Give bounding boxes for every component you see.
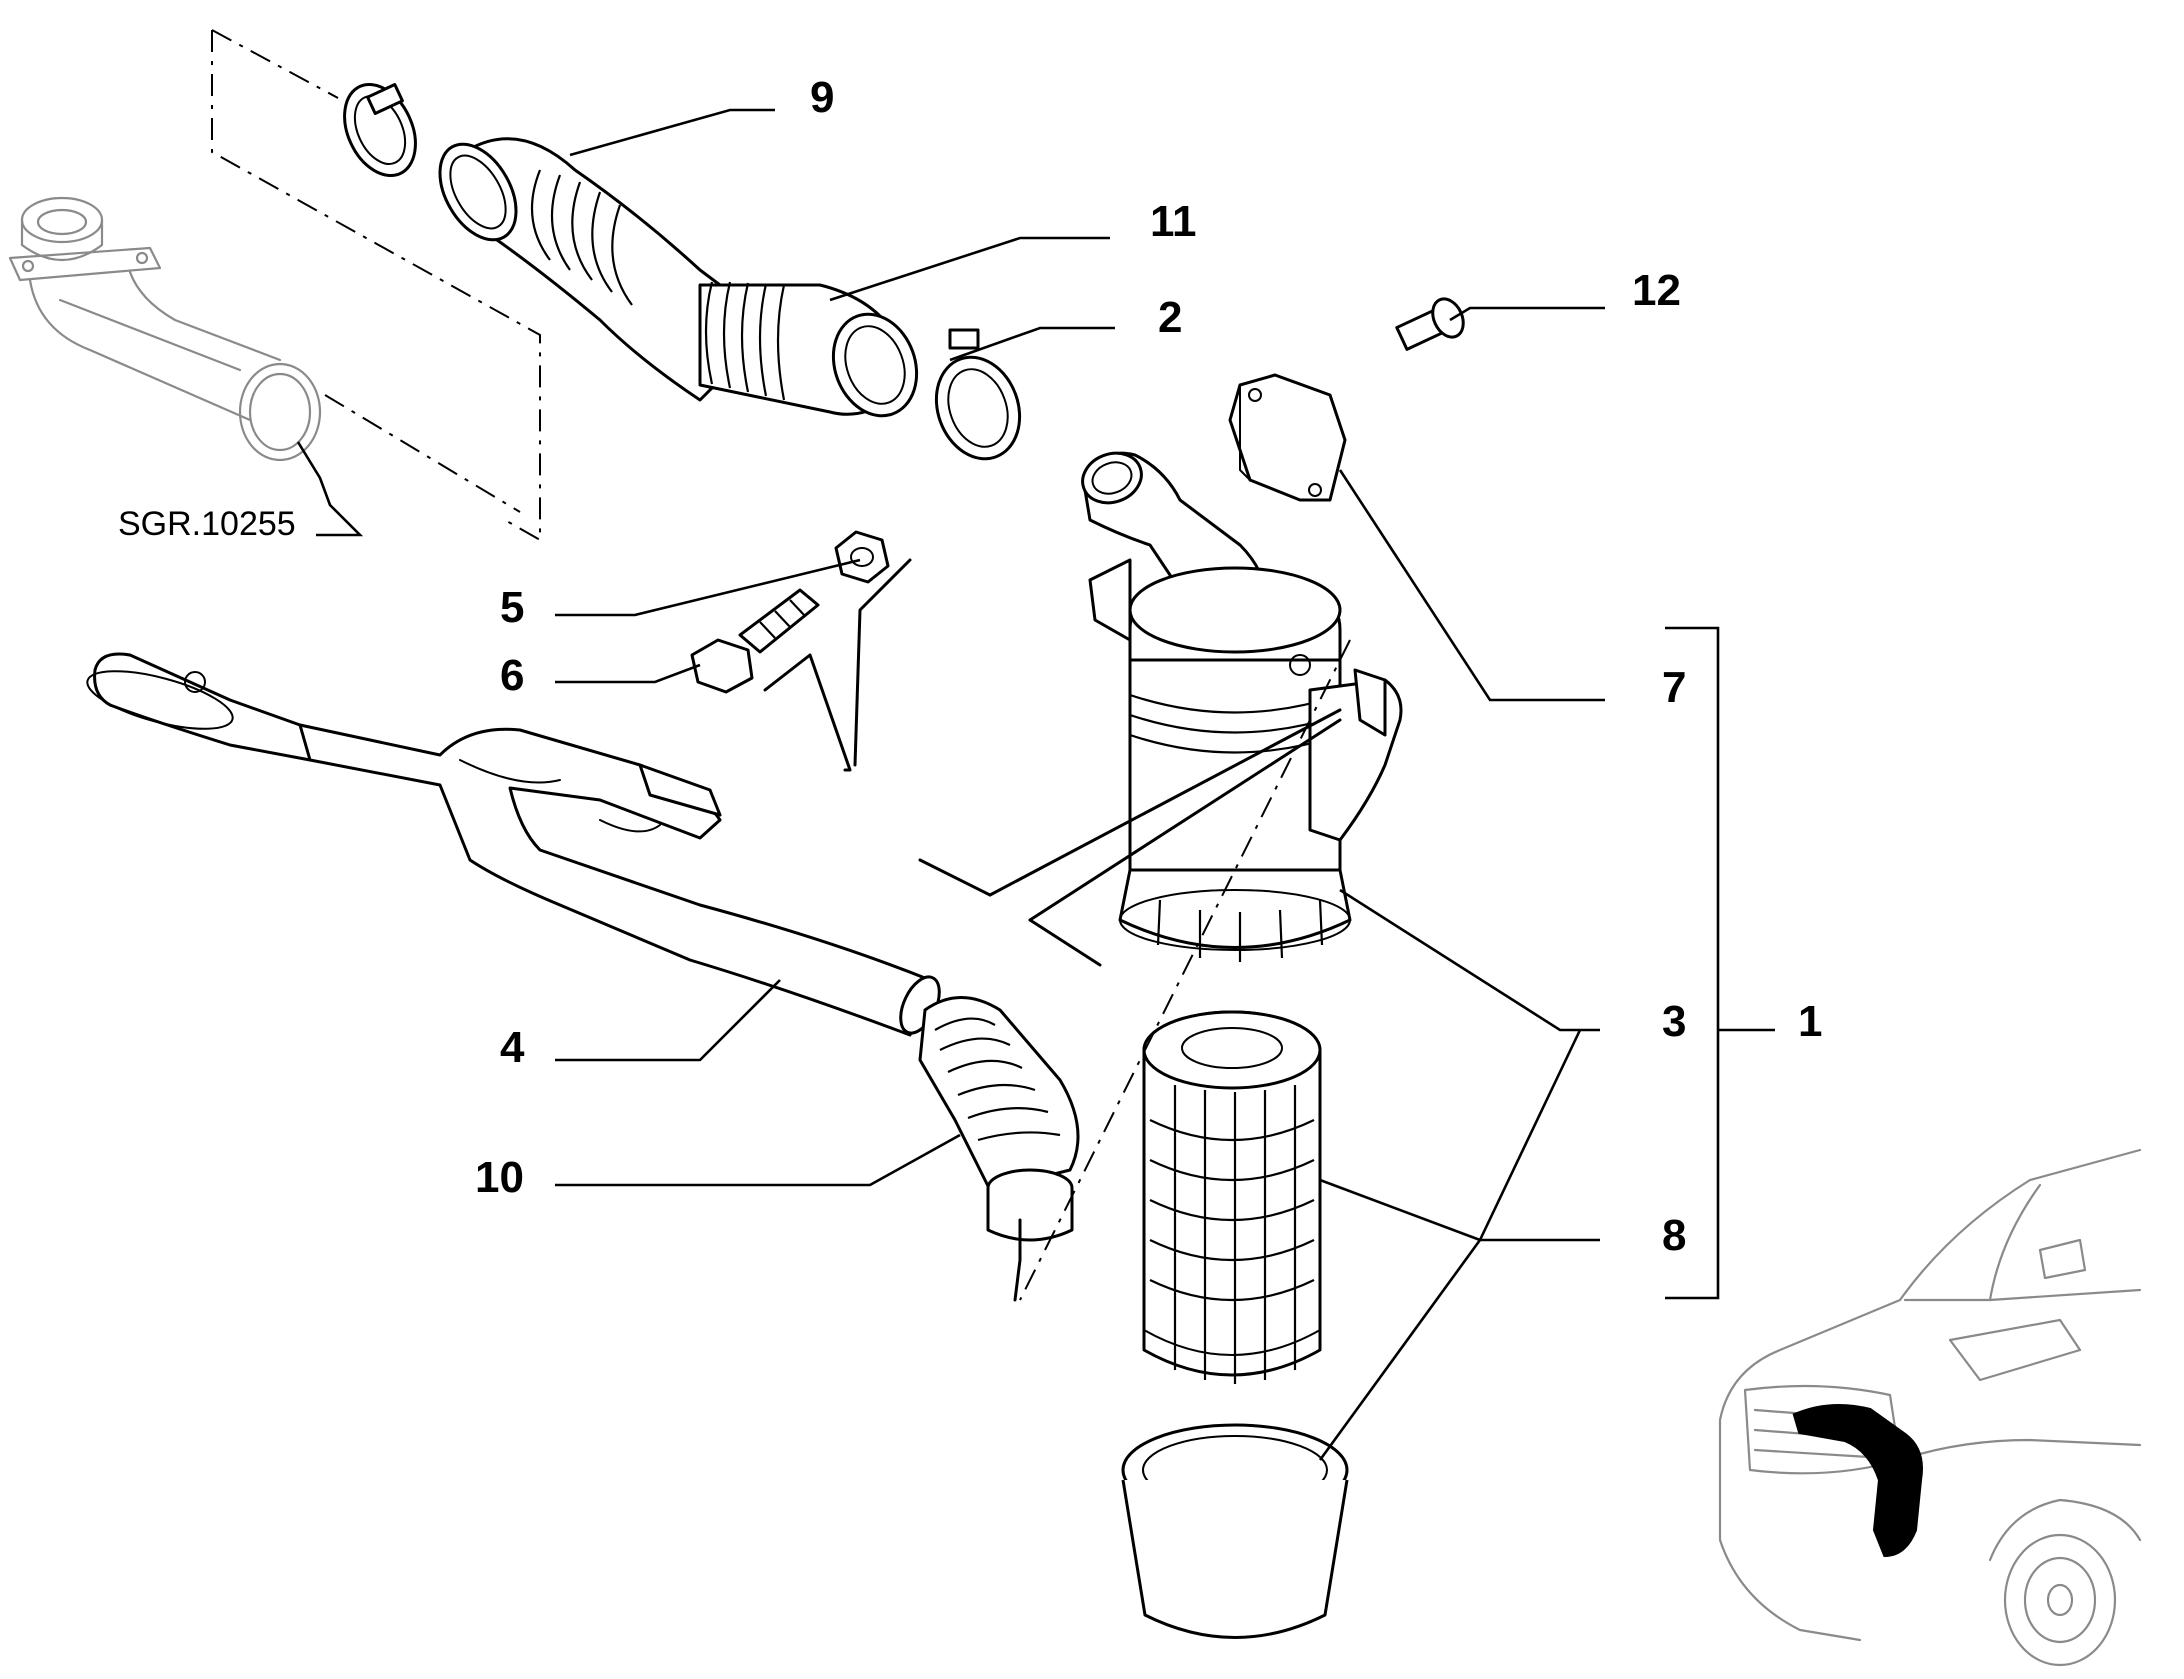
callout-7: 7: [1662, 663, 1686, 712]
filter-cartridge-part: [1142, 1010, 1322, 1384]
dashed-assembly-boundary: [211, 29, 541, 542]
bellows-elbow-part: [918, 996, 1080, 1242]
bolt-part: [690, 588, 820, 694]
reference-intake-part: [8, 196, 322, 462]
upper-hose-part: [438, 137, 772, 402]
callout-12: 12: [1632, 266, 1681, 315]
callout-5: 5: [500, 583, 524, 632]
callout-4: 4: [500, 1023, 525, 1072]
screw-part: [1395, 297, 1465, 351]
reference-code-label: SGR.10255: [118, 441, 364, 543]
callout-6: 6: [500, 651, 524, 700]
corrugated-hose-part: [698, 281, 919, 418]
filter-bottom-cover-part: [1121, 1423, 1349, 1639]
air-filter-housing-part: [1081, 451, 1403, 962]
callout-3: 3: [1662, 997, 1686, 1046]
vehicle-location-inset: [1718, 1148, 2142, 1667]
callout-1: 1: [1798, 997, 1822, 1046]
reference-code-text: SGR.10255: [118, 505, 296, 543]
sensor-part: [1228, 373, 1347, 502]
hose-clamp-2: [934, 328, 1022, 461]
nut-part: [834, 530, 890, 584]
callout-8: 8: [1662, 1211, 1686, 1260]
callout-10: 10: [475, 1153, 524, 1202]
callout-2: 2: [1158, 293, 1182, 342]
nut-bolt-guide-lines: [763, 558, 912, 772]
highlighted-intake-location-icon: [1792, 1404, 1923, 1558]
assembly-center-lines: [918, 639, 1351, 1302]
callout-11: 11: [1150, 197, 1197, 246]
callout-9: 9: [810, 73, 834, 122]
hose-clamp-9: [343, 82, 417, 178]
callout-leader-lines: [555, 108, 1775, 1461]
callout-numbers: 9 11 2 12 7 5 6 4 10 3 1 8: [475, 73, 1822, 1260]
intake-duct-part: [86, 652, 941, 1037]
